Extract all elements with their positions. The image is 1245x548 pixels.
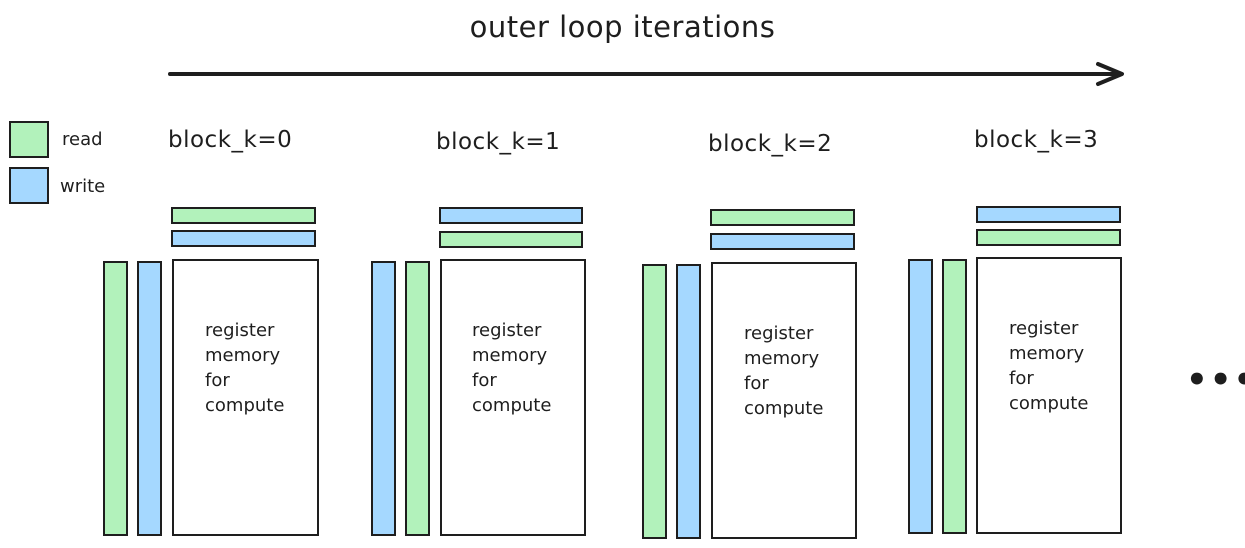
legend-read-label: read bbox=[62, 129, 103, 150]
top-bar-write-1 bbox=[439, 207, 583, 224]
register-memory-box-2 bbox=[711, 262, 857, 539]
register-memory-box-1 bbox=[440, 259, 586, 536]
block-label-0: block_k=0 bbox=[168, 127, 293, 153]
top-bar-read-0 bbox=[171, 207, 316, 224]
side-bar-read-2 bbox=[642, 264, 667, 539]
iteration-arrow-head bbox=[1096, 62, 1124, 86]
legend-write-label: write bbox=[60, 176, 106, 197]
side-bar-read-0 bbox=[103, 261, 128, 536]
top-bar-read-1 bbox=[439, 231, 583, 248]
side-bar-read-1 bbox=[405, 261, 430, 536]
top-bar-read-3 bbox=[976, 229, 1121, 246]
top-bar-read-2 bbox=[710, 209, 855, 226]
side-bar-write-2 bbox=[676, 264, 701, 539]
side-bar-read-3 bbox=[942, 259, 967, 534]
block-label-3: block_k=3 bbox=[974, 127, 1099, 153]
block-label-1: block_k=1 bbox=[436, 129, 561, 155]
register-memory-box-0 bbox=[172, 259, 319, 536]
top-bar-write-0 bbox=[171, 230, 316, 247]
register-memory-box-3 bbox=[976, 257, 1122, 534]
diagram-title: outer loop iterations bbox=[469, 10, 776, 44]
side-bar-write-1 bbox=[371, 261, 396, 536]
top-bar-write-2 bbox=[710, 233, 855, 250]
more-ellipsis: ••• bbox=[1186, 360, 1245, 400]
top-bar-write-3 bbox=[976, 206, 1121, 223]
side-bar-write-0 bbox=[137, 261, 162, 536]
block-label-2: block_k=2 bbox=[708, 131, 833, 157]
legend-read-swatch bbox=[9, 121, 49, 158]
side-bar-write-3 bbox=[908, 259, 933, 534]
legend-write-swatch bbox=[9, 167, 49, 204]
